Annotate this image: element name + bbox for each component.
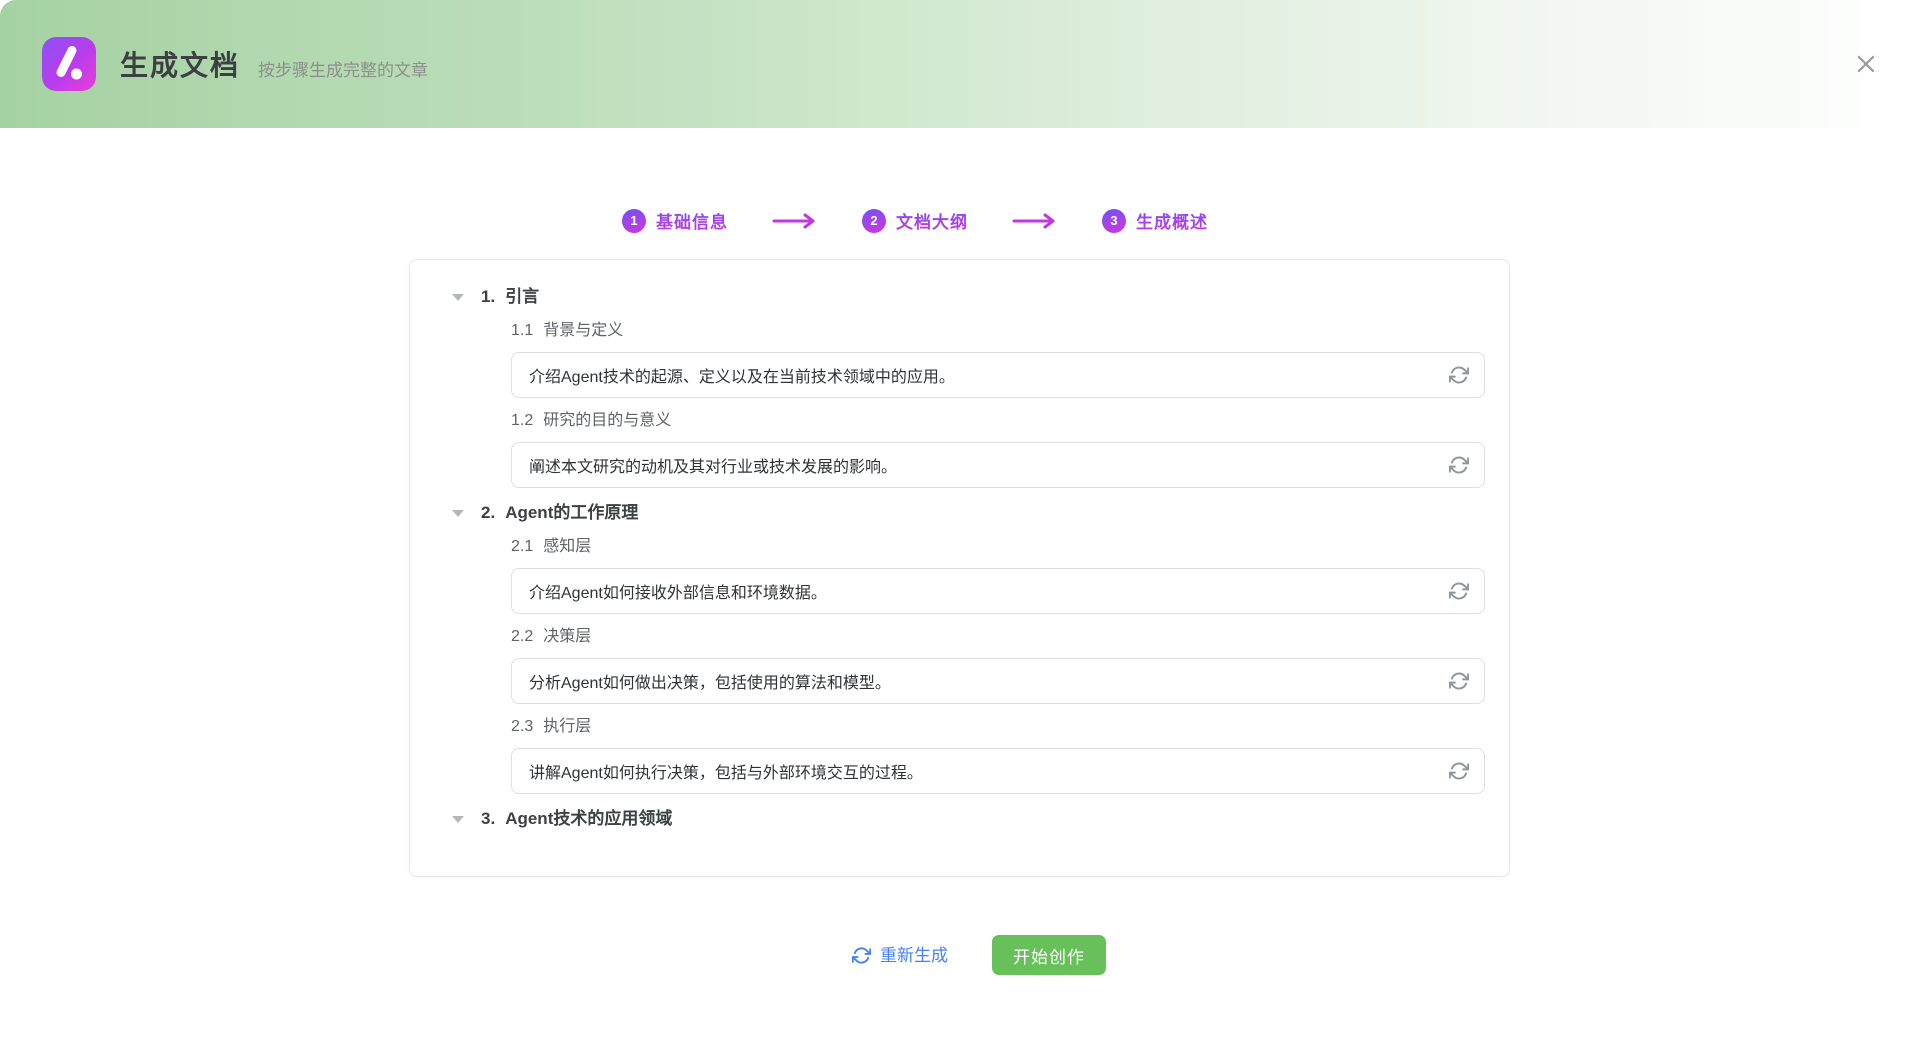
section-number: 1. — [481, 287, 496, 306]
section-title: Agent技术的应用领域 — [505, 809, 673, 828]
logo-slash-dot-icon — [56, 46, 82, 80]
collapse-triangle-icon[interactable] — [452, 815, 464, 823]
subsection-number: 2.2 — [511, 628, 534, 645]
subsection-title: 执行层 — [543, 718, 592, 735]
refresh-icon — [1448, 672, 1470, 690]
section-header[interactable]: 3. Agent技术的应用领域 — [452, 806, 1485, 832]
outline-section: 1. 引言 1.1 背景与定义 1.2 研究的目的与意义 — [452, 284, 1485, 488]
summary-input-row — [511, 352, 1485, 398]
stepper-step[interactable]: 1 基础信息 — [622, 208, 728, 233]
stepper-step[interactable]: 2 文档大纲 — [862, 208, 968, 233]
regenerate-item-button[interactable] — [1447, 759, 1471, 783]
subsection-label: 2.3 执行层 — [511, 716, 1485, 738]
stepper-step[interactable]: 3 生成概述 — [1102, 208, 1208, 233]
regenerate-label: 重新生成 — [880, 945, 948, 965]
regenerate-all-button[interactable]: 重新生成 — [852, 946, 948, 965]
refresh-icon — [1448, 456, 1470, 474]
outline-card: 1. 引言 1.1 背景与定义 1.2 研究的目的与意义 — [409, 259, 1510, 877]
section-header[interactable]: 1. 引言 — [452, 284, 1485, 310]
section-number: 2. — [481, 503, 496, 522]
outline-section: 2. Agent的工作原理 2.1 感知层 2.2 决策层 — [452, 500, 1485, 794]
collapse-triangle-icon[interactable] — [452, 293, 464, 301]
subsection-title: 背景与定义 — [543, 322, 624, 339]
outline-subsection: 1.1 背景与定义 — [511, 320, 1485, 398]
subsection-title: 感知层 — [543, 538, 592, 555]
dialog-footer: 重新生成 开始创作 — [852, 935, 1106, 975]
step-arrow-icon — [1012, 213, 1058, 229]
step-label: 文档大纲 — [896, 208, 968, 233]
step-number-badge: 1 — [622, 208, 646, 233]
step-arrow-icon — [772, 213, 818, 229]
collapse-triangle-icon[interactable] — [452, 509, 464, 517]
close-icon — [1857, 55, 1875, 73]
subsection-number: 1.2 — [511, 412, 534, 429]
outline-subsection: 1.2 研究的目的与意义 — [511, 410, 1485, 488]
summary-input[interactable] — [512, 749, 1447, 793]
summary-input-row — [511, 568, 1485, 614]
step-number-badge: 2 — [862, 208, 886, 233]
subsection-number: 2.3 — [511, 718, 534, 735]
regenerate-item-button[interactable] — [1447, 453, 1471, 477]
outline-subsection: 2.3 执行层 — [511, 716, 1485, 794]
subsection-label: 2.1 感知层 — [511, 536, 1485, 558]
step-label: 基础信息 — [656, 208, 728, 233]
outline-subsection: 2.2 决策层 — [511, 626, 1485, 704]
regenerate-item-button[interactable] — [1447, 669, 1471, 693]
summary-input[interactable] — [512, 569, 1447, 613]
subsection-label: 1.2 研究的目的与意义 — [511, 410, 1485, 432]
step-number-badge: 3 — [1102, 208, 1126, 233]
summary-input[interactable] — [512, 353, 1447, 397]
page-title: 生成文档 — [120, 50, 241, 81]
page-subtitle: 按步骤生成完整的文章 — [258, 61, 429, 80]
dialog-header: 生成文档 按步骤生成完整的文章 — [0, 0, 1919, 128]
subsection-label: 1.1 背景与定义 — [511, 320, 1485, 342]
close-button[interactable] — [1849, 47, 1883, 81]
subsection-number: 1.1 — [511, 322, 534, 339]
start-writing-button[interactable]: 开始创作 — [992, 935, 1106, 975]
regenerate-item-button[interactable] — [1447, 363, 1471, 387]
outline-section: 3. Agent技术的应用领域 — [452, 806, 1485, 832]
refresh-icon — [852, 946, 871, 964]
subsection-title: 决策层 — [543, 628, 592, 645]
section-body: 2.1 感知层 2.2 决策层 — [511, 536, 1485, 794]
section-header[interactable]: 2. Agent的工作原理 — [452, 500, 1485, 526]
step-label: 生成概述 — [1136, 208, 1208, 233]
stepper: 1 基础信息 2 文档大纲 3 生成概述 — [622, 208, 1208, 233]
outline-subsection: 2.1 感知层 — [511, 536, 1485, 614]
summary-input[interactable] — [512, 659, 1447, 703]
subsection-label: 2.2 决策层 — [511, 626, 1485, 648]
regenerate-item-button[interactable] — [1447, 579, 1471, 603]
summary-input-row — [511, 658, 1485, 704]
subsection-number: 2.1 — [511, 538, 534, 555]
summary-input-row — [511, 442, 1485, 488]
section-title: Agent的工作原理 — [505, 503, 639, 522]
refresh-icon — [1448, 762, 1470, 780]
summary-input[interactable] — [512, 443, 1447, 487]
refresh-icon — [1448, 366, 1470, 384]
summary-input-row — [511, 748, 1485, 794]
section-number: 3. — [481, 809, 496, 828]
app-logo — [42, 37, 96, 91]
section-title: 引言 — [505, 287, 540, 306]
subsection-title: 研究的目的与意义 — [543, 412, 672, 429]
refresh-icon — [1448, 582, 1470, 600]
section-body: 1.1 背景与定义 1.2 研究的目的与意义 — [511, 320, 1485, 488]
